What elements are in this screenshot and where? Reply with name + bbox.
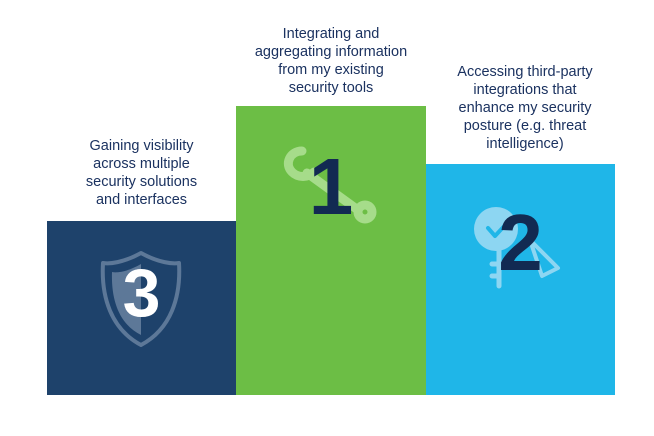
label-line: from my existing — [278, 62, 384, 78]
label-line: Accessing third-party — [457, 64, 593, 80]
label-line: across multiple — [93, 156, 190, 172]
key-check-icon — [474, 207, 560, 289]
wrench-icon — [283, 146, 377, 224]
label-line: security tools — [288, 80, 374, 96]
label-line: enhance my security — [458, 100, 592, 116]
label-second: Accessing third-party integrations that … — [426, 63, 624, 153]
label-line: integrations that — [473, 82, 577, 98]
label-line: security solutions — [85, 174, 198, 190]
rank-number-second: 2 — [498, 198, 543, 287]
label-first: Integrating and aggregating information … — [226, 25, 436, 97]
shield-arrow-icon — [100, 251, 182, 347]
label-line: and interfaces — [95, 192, 188, 208]
label-line: intelligence) — [486, 136, 564, 152]
label-line: posture (e.g. threat — [463, 118, 587, 134]
rank-number-third: 3 — [122, 255, 161, 331]
podium-block-first: 1 — [236, 106, 426, 395]
label-line: Integrating and — [282, 26, 380, 42]
label-third: Gaining visibility across multiple secur… — [47, 137, 236, 209]
label-line: aggregating information — [254, 44, 408, 60]
podium-block-second: 2 — [426, 164, 615, 395]
podium-block-third: 3 — [47, 221, 236, 395]
label-line: Gaining visibility — [89, 138, 194, 154]
rank-number-first: 1 — [308, 142, 354, 231]
